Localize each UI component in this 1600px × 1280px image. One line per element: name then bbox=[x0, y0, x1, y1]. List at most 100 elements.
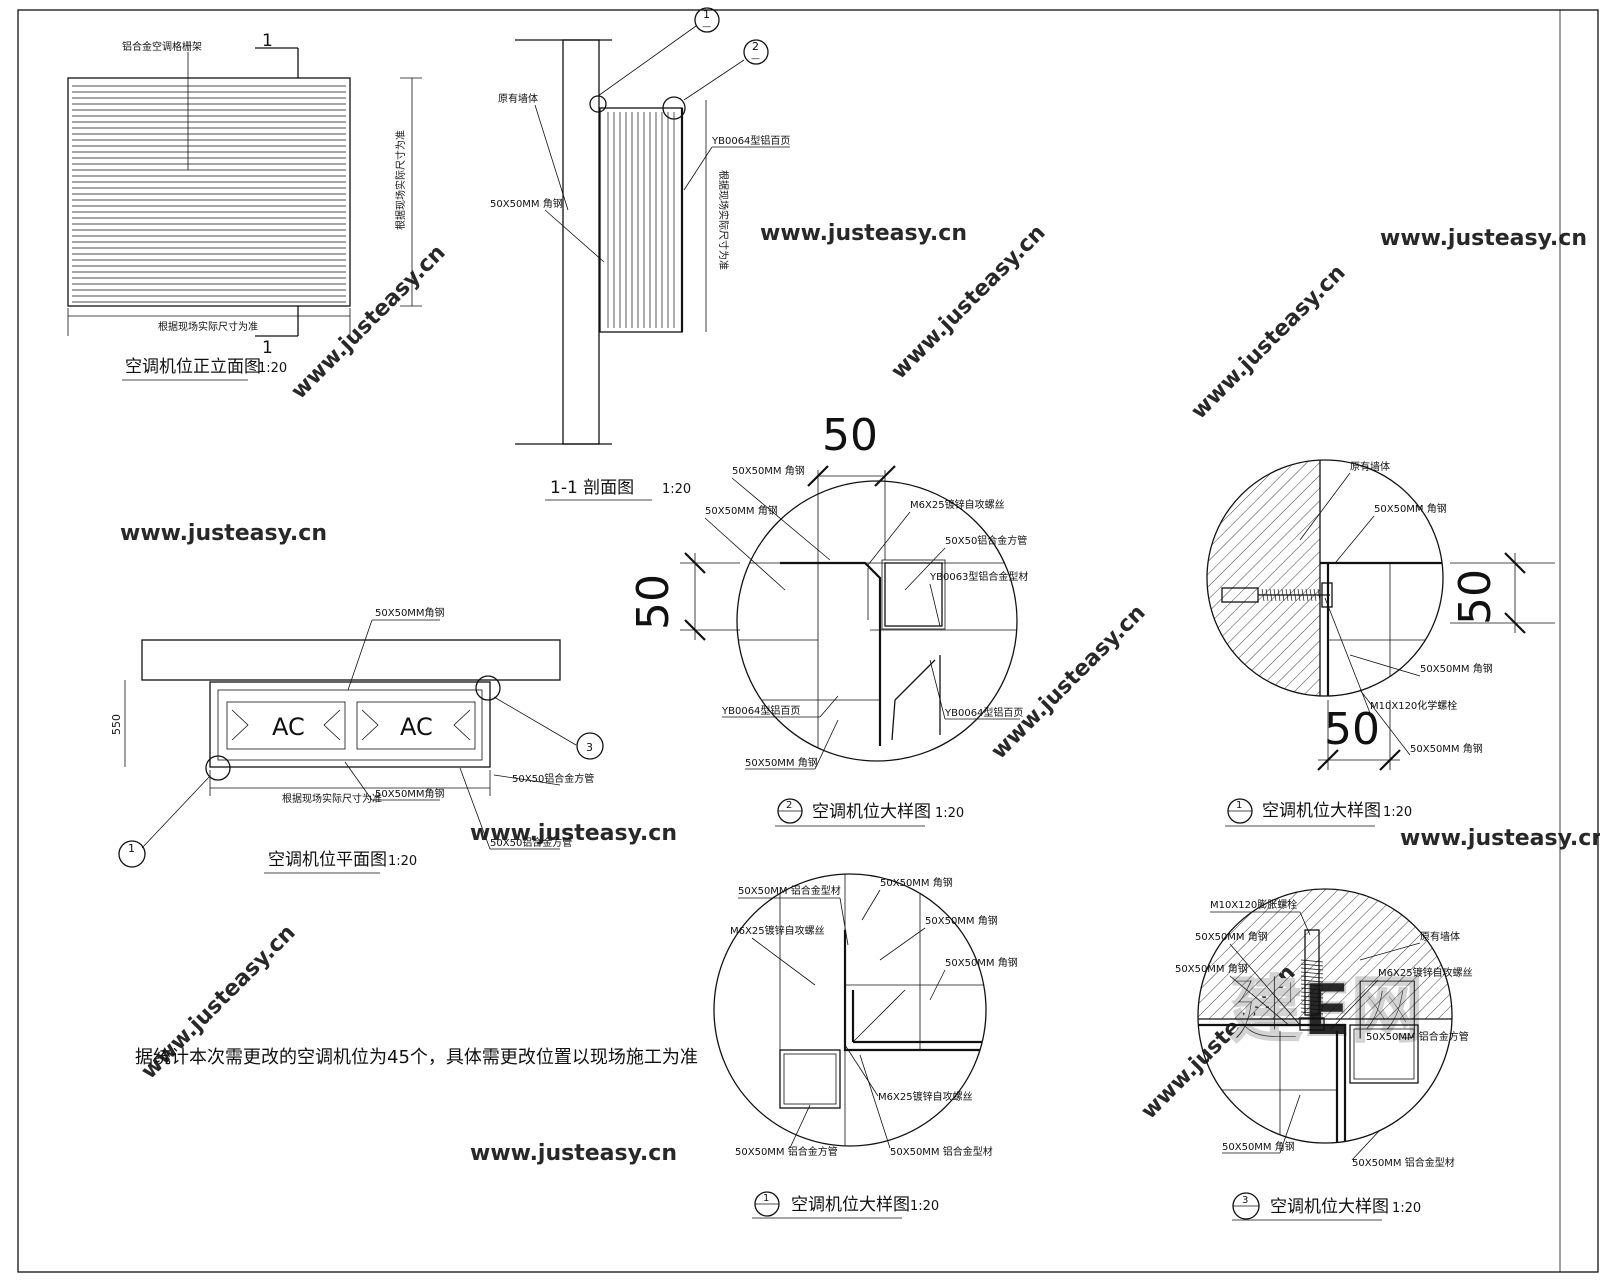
width-label: 根据现场实际尺寸为准 bbox=[158, 320, 258, 333]
watermark-text: www.justeasy.cn bbox=[1380, 226, 1587, 251]
drawing-line bbox=[1300, 971, 1324, 975]
drawing-line bbox=[1317, 588, 1321, 602]
drawing-line bbox=[1300, 987, 1324, 991]
drawing-line bbox=[1300, 999, 1324, 1003]
detail2-dim-top: 50 bbox=[822, 410, 878, 461]
bolt-thread bbox=[1261, 588, 1321, 602]
watermark-text: www.justeasy.cn bbox=[760, 221, 967, 246]
section-callout-2: 2 bbox=[752, 40, 759, 53]
detail2-dim-left: 50 bbox=[628, 574, 679, 630]
plan-tube-label-2: 50X50铝合金方管 bbox=[490, 836, 572, 849]
d3-screw: M6X25镀锌自攻螺丝 bbox=[1378, 966, 1473, 979]
drawing-line bbox=[1313, 588, 1317, 602]
d3-angle-1: 50X50MM 角钢 bbox=[1195, 930, 1268, 943]
drawing-line bbox=[1289, 588, 1293, 602]
plan-wall-hatch bbox=[141, 639, 561, 681]
d2-profile: YB0063型铝合金型材 bbox=[929, 570, 1028, 583]
depth-dim: 550 bbox=[110, 714, 123, 735]
drawing-line bbox=[1300, 1011, 1324, 1015]
drawing-line bbox=[1300, 983, 1324, 987]
ac-label-2: AC bbox=[400, 713, 433, 741]
watermark-text: www.justeasy.cn bbox=[470, 1141, 677, 1166]
drawing-line bbox=[1300, 959, 1324, 963]
drawing-line bbox=[1309, 588, 1313, 602]
drawing-line bbox=[1300, 1003, 1324, 1007]
detail2-scale: 1:20 bbox=[935, 806, 964, 821]
drawing-line bbox=[1277, 588, 1281, 602]
d1b-angle-1: 50X50MM 角钢 bbox=[880, 876, 953, 889]
plan-title: 空调机位平面图 bbox=[268, 850, 387, 870]
d1a-dim-bottom: 50 bbox=[1324, 704, 1380, 755]
plan-callout-1: 1 bbox=[128, 842, 135, 855]
plan-view: AC AC 550 根据现场实际尺寸为准 50X50MM角钢 50X50MM角钢… bbox=[110, 606, 604, 874]
detail1a-title: 空调机位大样图 bbox=[1262, 801, 1381, 821]
d1a-wall: 原有墙体 bbox=[1350, 460, 1390, 473]
watermark-text: www.justeasy.cn bbox=[287, 240, 451, 404]
d1b-screw-1: M6X25镀锌自攻螺丝 bbox=[730, 924, 825, 937]
section-scale: 1:20 bbox=[662, 482, 691, 497]
drawing-line bbox=[1273, 588, 1277, 602]
d1a-angle-mid: 50X50MM 角钢 bbox=[1420, 662, 1493, 675]
wall-label: 原有墙体 bbox=[498, 92, 538, 105]
d2-louver-right: YB0064型铝百页 bbox=[944, 706, 1023, 719]
section-view: 根据现场实际尺寸为准 1 — 2 — 原有墙体 50X50MM 角钢 YB006… bbox=[490, 7, 790, 501]
sheet-border bbox=[17, 9, 1599, 1273]
bolt-thread bbox=[1300, 959, 1324, 1015]
d1a-bolt: M10X120化学螺栓 bbox=[1370, 699, 1457, 712]
d1b-screw-2: M6X25镀锌自攻螺丝 bbox=[878, 1090, 973, 1103]
drawing-line bbox=[1285, 588, 1289, 602]
drawing-line bbox=[1300, 975, 1324, 979]
general-note: 据统计本次需更改的空调机位为45个，具体需更改位置以现场施工为准 bbox=[135, 1047, 698, 1068]
watermark: www.justeasy.cn www.justeasy.cn www.just… bbox=[120, 220, 1600, 1166]
louver-panel bbox=[67, 77, 351, 307]
d2-angle-bottom: 50X50MM 角钢 bbox=[745, 756, 818, 769]
d2-callout: 2 bbox=[786, 800, 792, 811]
drawing-line bbox=[1300, 1007, 1324, 1011]
detail1b-title: 空调机位大样图 bbox=[791, 1195, 910, 1215]
elevation-view: 铝合金空调格栅架 1 1 根据现场实际尺寸为准 根据现场实际尺寸为准 空调机位正… bbox=[67, 31, 422, 381]
d1a-dim-right: 50 bbox=[1450, 569, 1501, 625]
d2-tube: 50X50铝合金方管 bbox=[945, 534, 1027, 547]
d1b-angle-2: 50X50MM 角钢 bbox=[925, 914, 998, 927]
drawing-line bbox=[1281, 588, 1285, 602]
detail3-title: 空调机位大样图 bbox=[1270, 1197, 1389, 1217]
d3-profile: 50X50MM 铝合金型材 bbox=[1352, 1156, 1455, 1169]
detail-3: M10X120膨胀螺栓 原有墙体 50X50MM 角钢 50X50MM 角钢 M… bbox=[1175, 888, 1473, 1221]
cut-mark-bottom: 1 bbox=[262, 338, 273, 358]
d1a-angle-top: 50X50MM 角钢 bbox=[1374, 502, 1447, 515]
plan-scale: 1:20 bbox=[388, 854, 417, 869]
d3-angle-2: 50X50MM 角钢 bbox=[1175, 962, 1248, 975]
angle-label: 50X50MM 角钢 bbox=[490, 197, 563, 210]
drawing-line bbox=[1300, 995, 1324, 999]
plan-width-label: 根据现场实际尺寸为准 bbox=[282, 792, 382, 805]
d3-tube: 50X50MM 铝合金方管 bbox=[1366, 1030, 1469, 1043]
d2-screw: M6X25镀锌自攻螺丝 bbox=[910, 498, 1005, 511]
plan-tube-label-1: 50X50铝合金方管 bbox=[512, 772, 594, 785]
plan-angle-top-label: 50X50MM角钢 bbox=[375, 606, 445, 619]
d3-wall: 原有墙体 bbox=[1420, 930, 1460, 943]
section-title: 1-1 剖面图 bbox=[550, 478, 634, 498]
section-height-label: 根据现场实际尺寸为准 bbox=[717, 170, 730, 270]
elevation-title: 空调机位正立面图 bbox=[125, 357, 261, 377]
d2-louver-left: YB0064型铝百页 bbox=[721, 704, 800, 717]
d1a-angle-bottom: 50X50MM 角钢 bbox=[1410, 742, 1483, 755]
section-slats bbox=[607, 112, 675, 328]
drawing-line bbox=[1300, 963, 1324, 967]
drawing-line bbox=[1265, 588, 1269, 602]
detail2-title: 空调机位大样图 bbox=[812, 802, 931, 822]
drawing-line bbox=[1300, 991, 1324, 995]
watermark-text: www.justeasy.cn bbox=[120, 521, 327, 546]
plan-frame bbox=[209, 681, 491, 768]
drawing-line bbox=[1301, 588, 1305, 602]
drawing-line bbox=[1300, 967, 1324, 971]
detail3-scale: 1:20 bbox=[1392, 1201, 1421, 1216]
watermark-text: www.justeasy.cn bbox=[470, 821, 677, 846]
plan-callout-3: 3 bbox=[586, 741, 593, 754]
d1b-profile-bottom: 50X50MM 铝合金型材 bbox=[890, 1145, 993, 1158]
d1b-callout: 1 bbox=[763, 1193, 769, 1204]
louver-slats bbox=[72, 85, 346, 303]
section-callout-2-sub: — bbox=[751, 54, 760, 64]
height-label: 根据现场实际尺寸为准 bbox=[394, 130, 407, 230]
detail1b-scale: 1:20 bbox=[910, 1199, 939, 1214]
